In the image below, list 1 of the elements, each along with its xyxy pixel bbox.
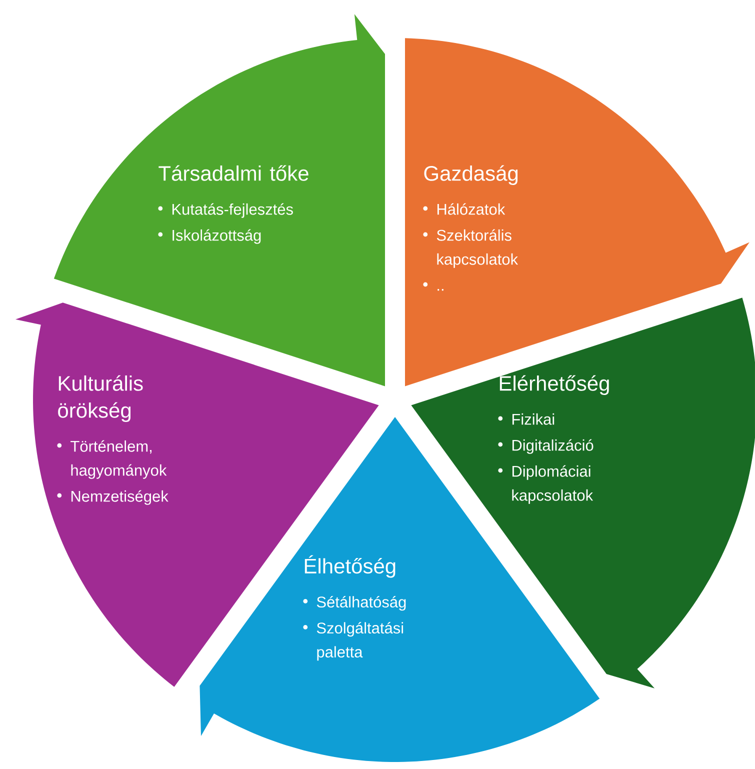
cycle-segment: Elérhetőség Fizikai Digitalizáció Diplomáciai kapcsolatok [411, 298, 755, 688]
